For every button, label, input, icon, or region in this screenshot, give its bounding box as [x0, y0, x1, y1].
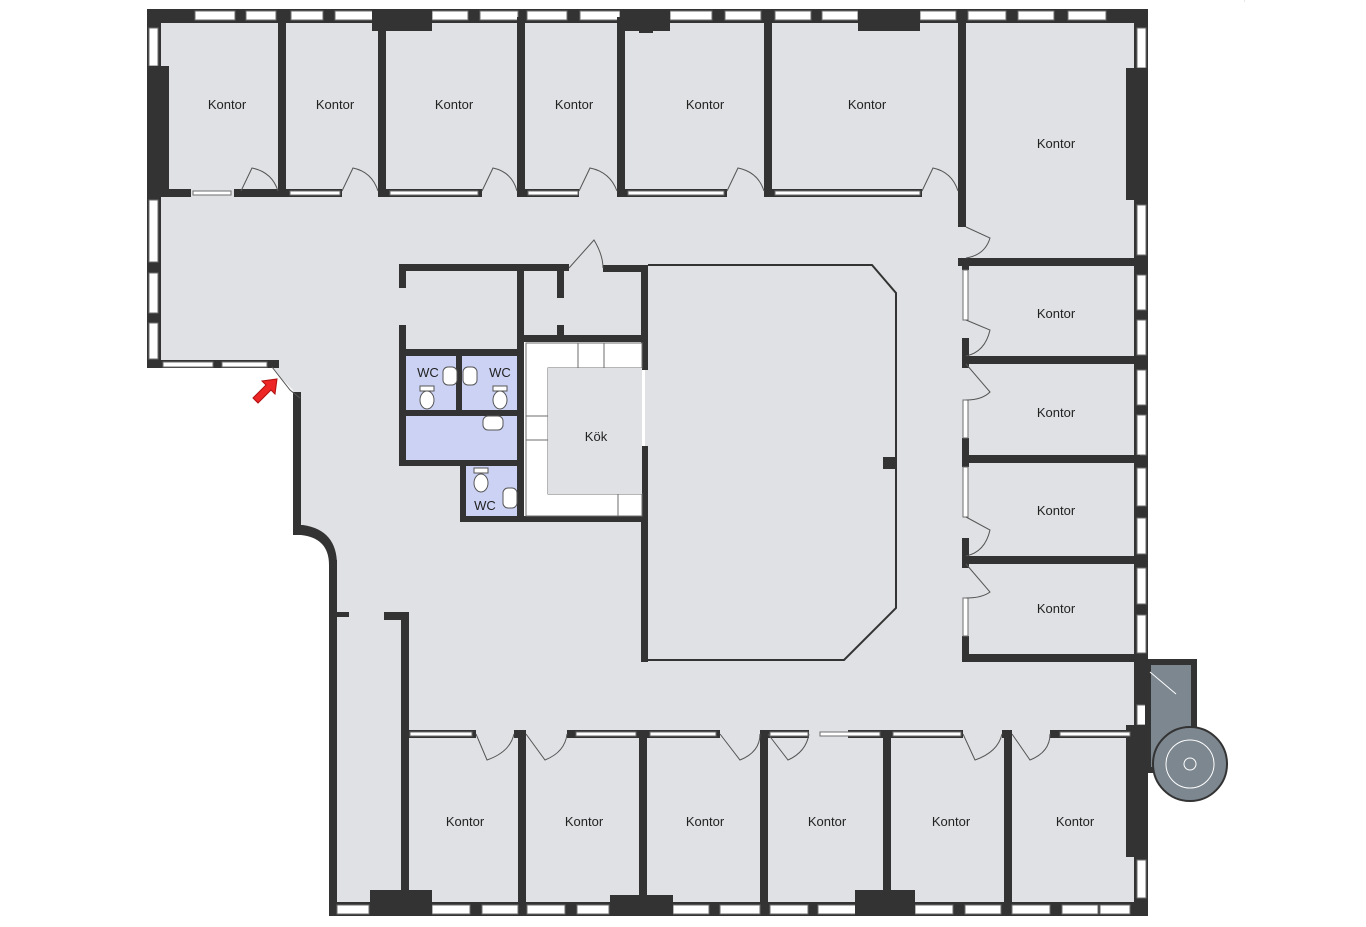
spiral-stair-icon [1145, 659, 1228, 802]
interior-glass-bottom [409, 731, 1131, 737]
room-label-office: Kontor [932, 814, 971, 829]
room-label-office: Kontor [208, 97, 247, 112]
room-label-wc: WC [489, 365, 511, 380]
room-label-office: Kontor [686, 97, 725, 112]
room-label-office: Kontor [1037, 306, 1076, 321]
core-walls [399, 264, 647, 522]
interior-glass-top [192, 190, 921, 196]
room-label-office: Kontor [435, 97, 474, 112]
room-label-office: Kontor [446, 814, 485, 829]
door-swing-entrance [271, 366, 301, 399]
room-label-office: Kontor [808, 814, 847, 829]
door-swings-right [965, 226, 991, 599]
room-label-office: Kontor [316, 97, 355, 112]
sink-icon [442, 366, 518, 509]
interior-glass-right [962, 269, 969, 637]
room-label-wc: WC [417, 365, 439, 380]
kitchen-floor [548, 368, 642, 494]
central-zone-outline [648, 264, 897, 661]
top-rule [1244, 0, 1245, 2]
room-label-office: Kontor [1037, 405, 1076, 420]
room-label-office: Kontor [565, 814, 604, 829]
door-swing-core [568, 239, 604, 269]
room-label-wc: WC [474, 498, 496, 513]
right-office-walls [958, 258, 1140, 662]
room-label-office: Kontor [1056, 814, 1095, 829]
entrance-arrow-icon [252, 378, 278, 404]
room-label-office: Kontor [1037, 503, 1076, 518]
room-label-office: Kontor [686, 814, 725, 829]
room-label-office: Kontor [1037, 136, 1076, 151]
door-swings-top [240, 167, 959, 192]
toilet-icon [419, 385, 508, 493]
windows [148, 10, 1147, 915]
room-label-office: Kontor [848, 97, 887, 112]
room-label-kitchen: Kök [585, 429, 608, 444]
room-label-office: Kontor [1037, 601, 1076, 616]
door-swings-bottom [475, 733, 1051, 761]
pillars [147, 9, 1148, 916]
room-label-office: Kontor [555, 97, 594, 112]
